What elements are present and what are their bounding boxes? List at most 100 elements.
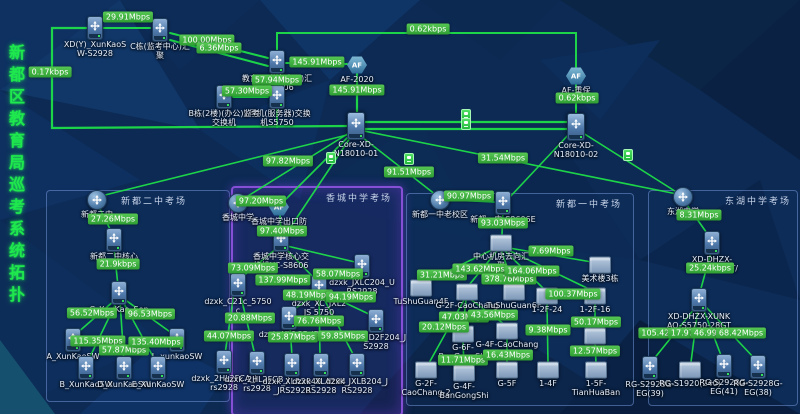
- port-band: [89, 34, 101, 38]
- port-band: [752, 373, 764, 377]
- device-label: 香城中学: [222, 213, 254, 222]
- bandwidth-label: 25.24kbps: [686, 262, 734, 274]
- bandwidth-label: 58.07Mbps: [312, 268, 364, 280]
- device-label: Core-XD-N18010-02: [553, 141, 599, 159]
- port-band: [218, 103, 230, 107]
- switch-icon: [150, 356, 166, 380]
- port-band: [644, 374, 656, 378]
- router-icon: [673, 187, 693, 207]
- bandwidth-label: 0.62kbps: [406, 23, 450, 35]
- bandwidth-label: 68.42Mbps: [715, 327, 767, 339]
- device-label: G-4F-CaoChang: [475, 339, 539, 349]
- bandwidth-label: 145.91Mbps: [329, 84, 385, 96]
- device-label: E_XunKaoSW: [131, 380, 185, 389]
- port-band: [67, 346, 79, 350]
- bandwidth-label: 12.57Mbps: [569, 345, 621, 357]
- device-label: TuShuGuan4F: [393, 296, 449, 306]
- switch-icon: [750, 355, 766, 379]
- port-band: [154, 36, 166, 40]
- device-label: RG-S2928G-EG(38): [733, 379, 783, 397]
- port-band: [80, 374, 92, 378]
- server-icon: [503, 283, 525, 301]
- port-band: [251, 369, 263, 373]
- link-line: [239, 292, 256, 356]
- switch-icon: [249, 351, 265, 375]
- firewall-icon: AF: [566, 67, 586, 85]
- panel-title: 香城中学考场: [325, 194, 393, 204]
- panel-title: 新都一中考场: [555, 200, 623, 210]
- link-line: [100, 133, 352, 197]
- link-line: [284, 247, 316, 280]
- bandwidth-label: 97.82Mbps: [262, 155, 314, 167]
- bandwidth-label: 31.54Mbps: [477, 152, 529, 164]
- device-label: L_xunkaoSW: [151, 352, 203, 361]
- bandwidth-label: 135.40Mbps: [128, 336, 184, 348]
- port-band: [171, 346, 183, 350]
- switch-icon: [349, 353, 365, 377]
- bandwidth-label: 21.9kbps: [96, 258, 140, 270]
- switch-icon: [269, 50, 285, 74]
- port-band: [232, 291, 244, 295]
- switch-icon: [116, 356, 132, 380]
- page-title: 新都区教育局巡考系统拓扑: [6, 44, 25, 308]
- device-label: RG-S2928G-EG(39): [625, 380, 675, 398]
- bandwidth-label: 43.56Mbps: [467, 309, 519, 321]
- port-band: [569, 135, 583, 139]
- bandwidth-label: 100.37Mbps: [545, 288, 601, 300]
- device-label: G-2F-CaoChang: [435, 300, 499, 310]
- device-label: 美术楼3栋: [581, 273, 619, 283]
- bandwidth-label: 6.36Mbps: [196, 42, 242, 54]
- switch-icon: [78, 356, 94, 380]
- bandwidth-label: 7.69Mbps: [528, 245, 574, 257]
- device-label: B_XunKaoSW: [59, 380, 113, 389]
- bandwidth-label: 9.38Mbps: [525, 324, 571, 336]
- server-icon: [679, 361, 701, 379]
- bandwidth-label: 44.07Mbps: [203, 330, 255, 342]
- bandwidth-label: 96.53Mbps: [124, 308, 176, 320]
- device-label: TuShuGuan6F: [486, 300, 542, 310]
- bandwidth-label: 91.51Mbps: [383, 166, 435, 178]
- device-label: C栋(监考中心)汇聚: [130, 42, 190, 60]
- server-icon: [589, 256, 611, 274]
- link-status-badge: [623, 149, 633, 161]
- bandwidth-label: 76.76Mbps: [293, 315, 345, 327]
- switch-icon: [691, 288, 707, 312]
- bandwidth-label: 378.76Mbps: [481, 273, 537, 285]
- link-line: [224, 292, 235, 355]
- bandwidth-label: 143.62Mbps: [452, 263, 508, 275]
- port-band: [283, 324, 295, 328]
- server-icon: [537, 361, 559, 379]
- port-band: [108, 246, 120, 250]
- bandwidth-label: 97.40Mbps: [256, 225, 308, 237]
- link-line: [507, 132, 571, 200]
- bandwidth-label: 73.09Mbps: [227, 262, 279, 274]
- bandwidth-label: 97.20Mbps: [235, 195, 287, 207]
- firewall-icon: AF: [347, 56, 367, 74]
- server-icon: [584, 327, 606, 345]
- device-label: 新都一中老校区: [412, 210, 468, 219]
- server-icon: [585, 361, 607, 379]
- link-status-badge: [461, 118, 471, 130]
- device-label: 香城中学核心交换机XC-S8606: [253, 252, 309, 270]
- port-band: [351, 371, 363, 375]
- bandwidth-label: 50.17Mbps: [570, 316, 622, 328]
- bandwidth-label: 105.42Mbps: [638, 327, 694, 339]
- switch-icon: [368, 309, 384, 333]
- port-band: [315, 371, 327, 375]
- port-band: [497, 209, 509, 213]
- bandwidth-label: 164.06Mbps: [504, 265, 560, 277]
- switch-icon: [313, 353, 329, 377]
- server-icon: [496, 361, 518, 379]
- device-label: dzxk_XLA204B_JRS2928: [262, 377, 322, 395]
- device-label: 1-2F-24: [531, 304, 563, 314]
- bandwidth-label: 11.71Mbps: [437, 354, 489, 366]
- device-label: G-5F: [497, 378, 517, 388]
- device-label: Core-XD-N18010-01: [333, 140, 379, 158]
- switch-icon: [152, 18, 168, 42]
- device-label: AF-重保: [561, 85, 591, 95]
